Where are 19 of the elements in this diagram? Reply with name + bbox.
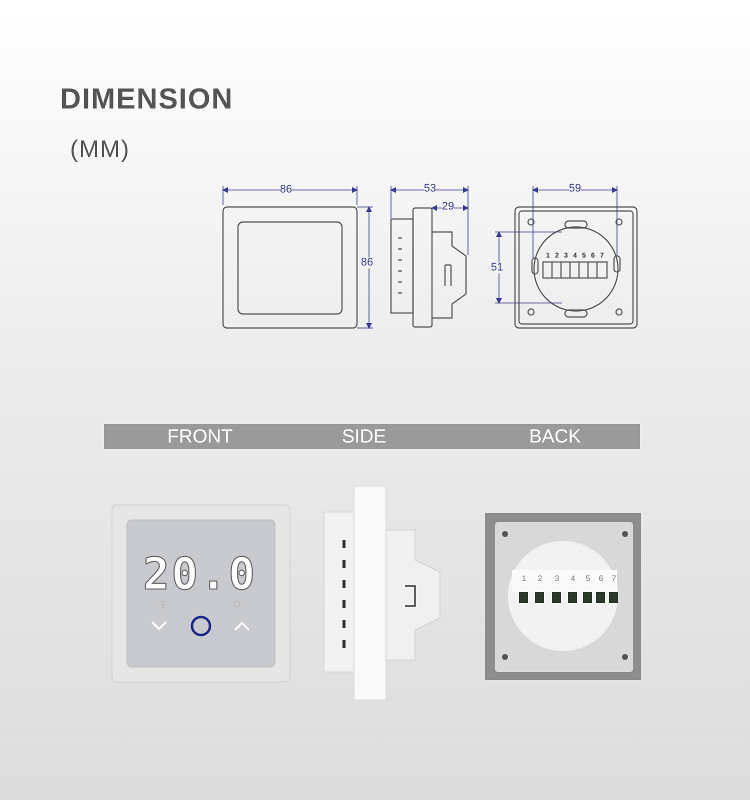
dimension-value: 59	[568, 184, 582, 194]
dimension-value: 86	[360, 258, 374, 268]
view-label: SIDE	[342, 428, 386, 446]
dimension-value: 51	[490, 262, 504, 274]
terminal-number: 4	[570, 575, 576, 583]
terminal-number: 5	[586, 575, 590, 583]
terminal-number: 1	[522, 575, 526, 583]
dimension-value: 86	[280, 184, 292, 196]
terminal-number: 6	[598, 575, 604, 583]
temperature-display: 20.0	[143, 553, 257, 597]
page-title: DIMENSION	[60, 86, 234, 114]
terminal-number: 7	[612, 575, 616, 583]
view-label: BACK	[529, 428, 581, 446]
view-label: FRONT	[167, 428, 233, 446]
unit-label: (MM)	[70, 138, 130, 162]
terminal-number: 2	[538, 575, 542, 583]
terminal-number: 3	[554, 575, 560, 583]
dimension-value: 53	[424, 184, 436, 194]
dimension-value: 29	[442, 202, 454, 212]
